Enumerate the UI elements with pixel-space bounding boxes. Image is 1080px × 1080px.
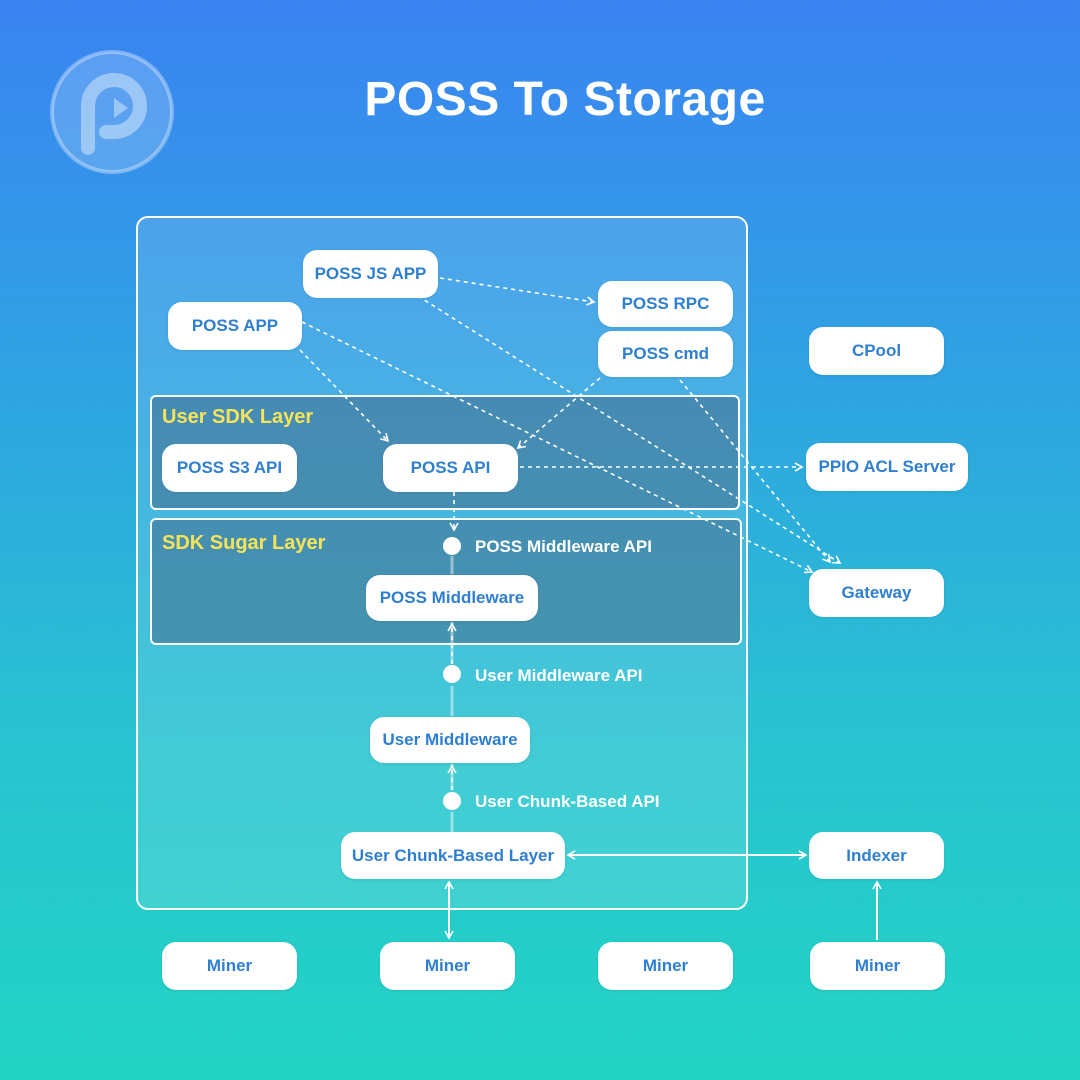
user-middleware-api-dot <box>443 665 461 683</box>
indexer-box: Indexer <box>809 832 944 879</box>
cpool-box: CPool <box>809 327 944 375</box>
poss-middleware-api-label: POSS Middleware API <box>475 537 652 556</box>
poss-middleware-api-dot <box>443 537 461 555</box>
gateway-box: Gateway <box>809 569 944 617</box>
ppio-acl-server-box: PPIO ACL Server <box>806 443 968 491</box>
miner-box-4: Miner <box>810 942 945 990</box>
page-title: POSS To Storage <box>364 73 766 126</box>
poss-api-box: POSS API <box>383 444 518 492</box>
arrow-app-possapi <box>299 349 390 443</box>
arrow-jsapp-rpc <box>439 277 596 306</box>
user-middleware-box: User Middleware <box>370 717 530 763</box>
poss-s3-api-box: POSS S3 API <box>162 444 297 492</box>
miner-box-2: Miner <box>380 942 515 990</box>
user-chunk-based-api-label: User Chunk-Based API <box>475 792 660 811</box>
miner-box-3: Miner <box>598 942 733 990</box>
poss-js-app-box: POSS JS APP <box>303 250 438 298</box>
user-middleware-api-label: User Middleware API <box>475 666 643 685</box>
poss-app-box: POSS APP <box>168 302 302 350</box>
sdk-sugar-layer-title: SDK Sugar Layer <box>162 532 326 554</box>
arrow-jsapp-gateway <box>417 295 842 564</box>
poss-logo-icon <box>50 50 174 174</box>
user-sdk-layer-title: User SDK Layer <box>162 406 314 428</box>
arrow-cmd-possapi <box>516 377 601 450</box>
user-chunk-based-layer-box: User Chunk-Based Layer <box>341 832 565 879</box>
poss-cmd-box: POSS cmd <box>598 331 733 377</box>
user-chunk-based-api-dot <box>443 792 461 810</box>
miner-box-1: Miner <box>162 942 297 990</box>
poss-rpc-box: POSS RPC <box>598 281 733 327</box>
poss-middleware-box: POSS Middleware <box>366 575 538 621</box>
arrow-app-gateway <box>301 321 814 574</box>
